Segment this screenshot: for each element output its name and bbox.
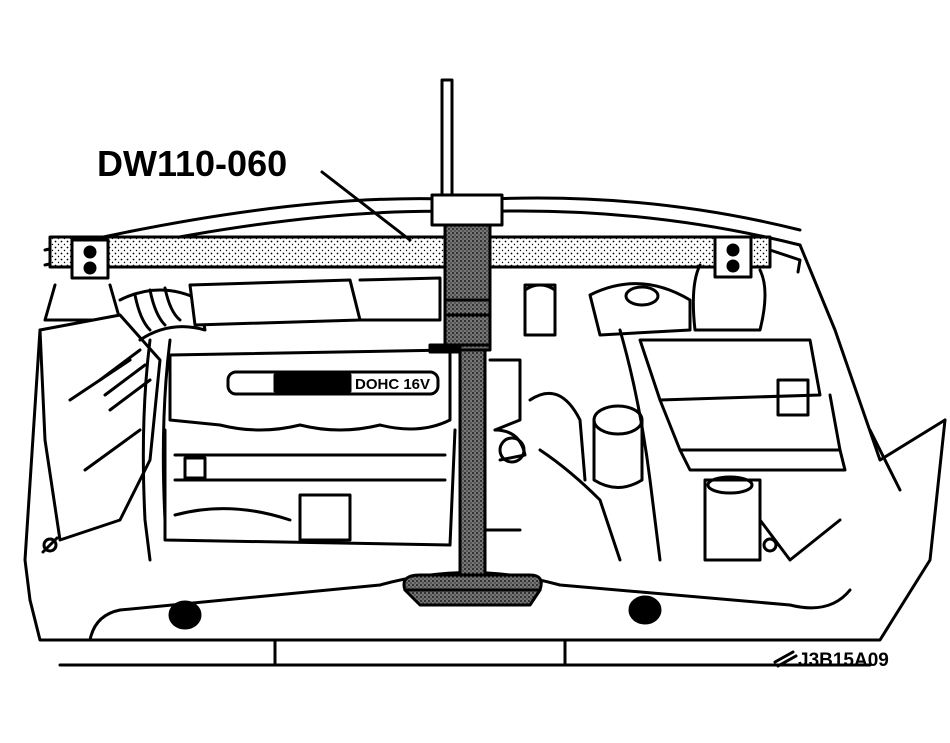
callout-leader xyxy=(320,170,412,242)
tool-callout-label: DW110-060 xyxy=(97,143,288,184)
tool-rod-top xyxy=(440,78,454,202)
tool-shaft xyxy=(458,348,487,577)
air-filter-box xyxy=(38,313,162,542)
tool-clamp xyxy=(430,193,504,227)
front-bumper xyxy=(28,418,947,642)
brake-reservoir xyxy=(588,282,692,337)
ps-reservoir xyxy=(592,404,644,436)
support-bar xyxy=(48,235,772,269)
battery xyxy=(638,338,822,402)
engine-cover-text: DOHC 16V xyxy=(355,376,430,393)
figure-id-label: J3B15A09 xyxy=(798,650,889,671)
